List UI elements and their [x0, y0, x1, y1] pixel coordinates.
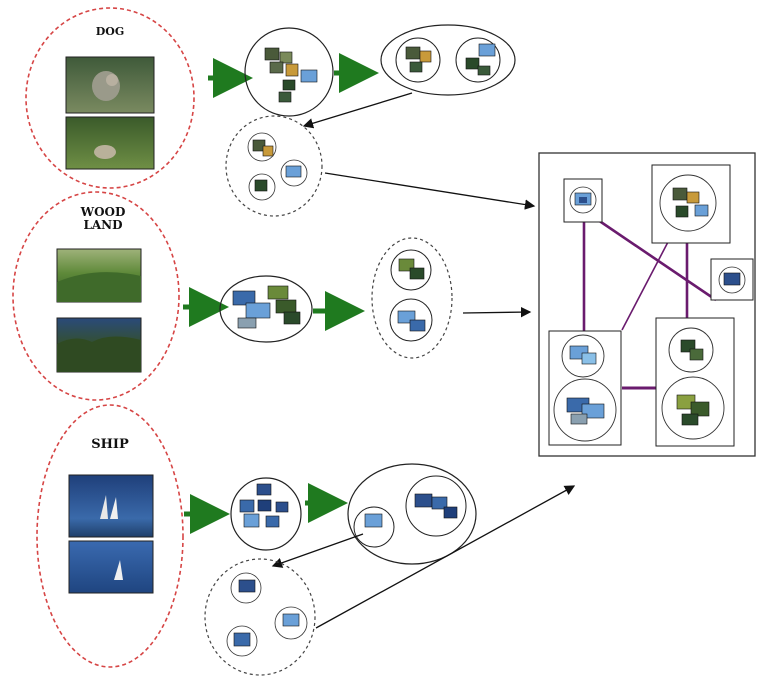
graph-node-b: [651, 164, 731, 244]
ship-cluster-2-outer: [347, 463, 477, 565]
ship-photo-2: [68, 540, 154, 594]
ship-to-graph-arrow: [315, 485, 576, 629]
woodland-label-line1: WOOD: [80, 205, 126, 219]
ship-category-ring: [36, 404, 184, 668]
dog-category-group: DOG: [25, 7, 195, 189]
cluster-graph-panel: [538, 152, 756, 457]
woodland-cluster-2: [371, 237, 453, 359]
woodland-photo-1: [56, 248, 142, 303]
dog-photo-2: [65, 116, 155, 170]
dog-cluster-2-outer: [380, 24, 516, 96]
graph-node-e: [655, 317, 735, 447]
ship-photo-1: [68, 474, 154, 538]
dog-to-graph-arrow: [324, 172, 536, 210]
woodland-to-graph-arrow: [462, 306, 532, 318]
dog-cluster-1-ring: [244, 27, 334, 117]
dog-category-ring: [25, 7, 195, 189]
woodland-category-ring: [12, 191, 180, 401]
dog-cluster-2-inner-a: [395, 37, 441, 83]
graph-node-d: [548, 330, 622, 446]
woodland-category-group: WOOD LAND: [12, 191, 180, 401]
dog-cluster-3: [225, 115, 323, 217]
ship-category-group: SHIP: [36, 404, 184, 668]
graph-edge: [621, 241, 669, 331]
woodland-cluster-1-ring: [219, 275, 313, 343]
woodland-label-line2: LAND: [83, 218, 122, 232]
ship-cluster-3-ring: [204, 558, 316, 676]
ship-return-arrow: [271, 533, 364, 568]
graph-edge: [597, 218, 717, 302]
ship-cluster-1-ring: [230, 477, 302, 551]
dog-cluster-2: [380, 24, 516, 96]
woodland-photo-2: [56, 317, 142, 373]
dog-return-arrow: [302, 92, 413, 129]
dog-cluster-2-inner-b: [455, 37, 501, 83]
ship-cluster-2-inner-b: [353, 506, 395, 548]
graph-node-c: [710, 258, 754, 301]
ship-cluster-2-inner-a: [405, 475, 467, 537]
ship-cluster-2: [347, 463, 477, 565]
dog-cluster-1: [244, 27, 334, 117]
ship-cluster-1: [230, 477, 302, 551]
ship-label: SHIP: [91, 437, 129, 452]
dog-photo-1: [65, 56, 155, 114]
ship-cluster-3: [204, 558, 316, 676]
dog-label: DOG: [96, 25, 125, 38]
woodland-cluster-1: [219, 275, 313, 343]
dog-cluster-3-ring: [225, 115, 323, 217]
graph-node-a: [563, 178, 603, 223]
woodland-cluster-2-ring: [371, 237, 453, 359]
